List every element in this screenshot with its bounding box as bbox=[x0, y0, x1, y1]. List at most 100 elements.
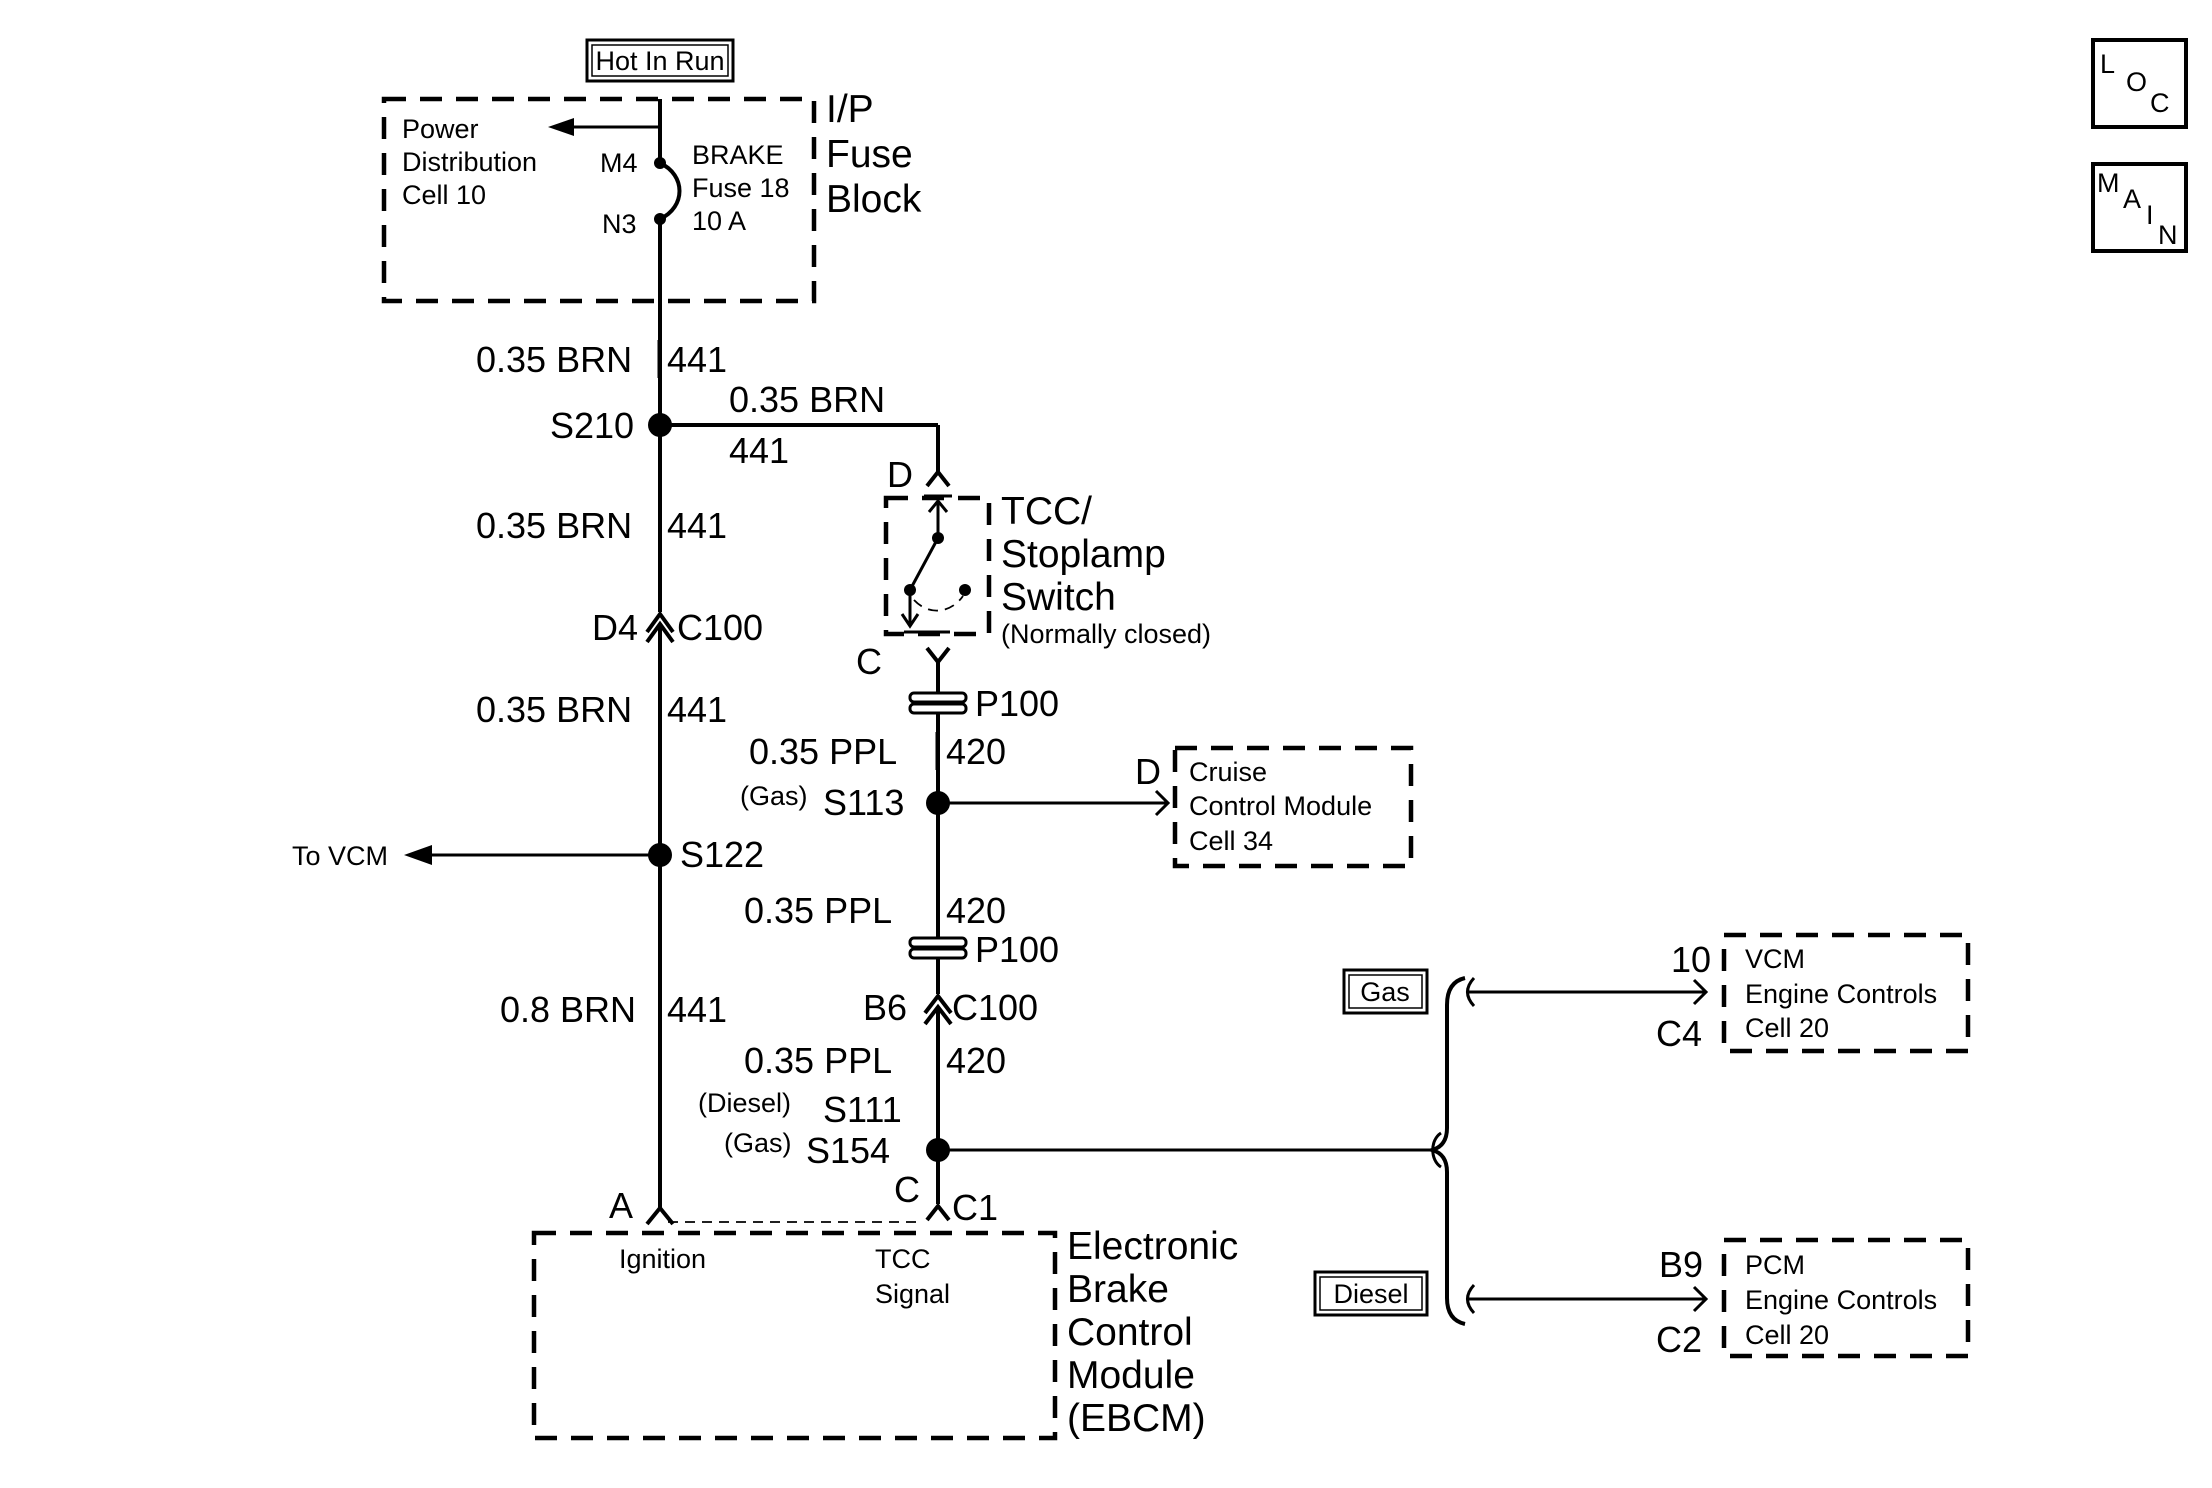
pcm-pin-b9: B9 bbox=[1659, 1244, 1703, 1285]
loc-button[interactable]: L O C bbox=[2091, 38, 2188, 129]
svg-text:PCM: PCM bbox=[1745, 1250, 1805, 1280]
circuit-420-3: 420 bbox=[946, 1040, 1006, 1081]
wire-label-brn-branch: 0.35 BRN bbox=[729, 379, 885, 420]
wire-label-brn-3: 0.35 BRN bbox=[476, 689, 632, 730]
gas-option-box: Gas bbox=[1342, 968, 1429, 1015]
svg-text:BRAKE: BRAKE bbox=[692, 140, 784, 170]
svg-text:C: C bbox=[2150, 88, 2170, 118]
svg-text:Brake: Brake bbox=[1067, 1268, 1169, 1311]
brake-fuse-symbol bbox=[659, 161, 682, 221]
vcm-pin-c4: C4 bbox=[1656, 1013, 1702, 1054]
svg-text:Control Module: Control Module bbox=[1189, 791, 1372, 821]
right-wire-420 bbox=[923, 646, 953, 1222]
main-button[interactable]: M A I N bbox=[2091, 162, 2188, 253]
svg-text:Engine Controls: Engine Controls bbox=[1745, 979, 1937, 1009]
ip-fuse-block-title: I/P Fuse Block bbox=[826, 88, 922, 221]
ip-fuse-block-outline bbox=[381, 96, 817, 304]
diesel-option-box: Diesel bbox=[1313, 1270, 1429, 1317]
vcm-wire bbox=[1466, 976, 1709, 1008]
connector-p100-label-1: P100 bbox=[975, 683, 1059, 724]
connector-ebcm-pin-a bbox=[645, 1204, 675, 1226]
svg-text:I/P: I/P bbox=[826, 88, 874, 131]
ebcm-outline bbox=[531, 1230, 1058, 1441]
gas-tag-s154: (Gas) bbox=[724, 1128, 792, 1158]
svg-text:(EBCM): (EBCM) bbox=[1067, 1397, 1206, 1440]
connector-p100-1 bbox=[908, 691, 968, 715]
svg-text:Module: Module bbox=[1067, 1354, 1195, 1397]
svg-text:O: O bbox=[2126, 67, 2147, 97]
splice-s154-label: S154 bbox=[806, 1130, 890, 1171]
splice-s113-label: S113 bbox=[823, 782, 904, 823]
svg-text:Cell 20: Cell 20 bbox=[1745, 1013, 1829, 1043]
ebcm-ignition-label: Ignition bbox=[619, 1244, 706, 1274]
diesel-tag-s111: (Diesel) bbox=[698, 1088, 791, 1118]
pcm-engine-controls-outline bbox=[1721, 1237, 1971, 1359]
circuit-441-3: 441 bbox=[667, 689, 727, 730]
svg-text:Stoplamp: Stoplamp bbox=[1001, 533, 1166, 576]
svg-text:10 A: 10 A bbox=[692, 206, 746, 236]
connector-c100-d4 bbox=[645, 610, 675, 644]
svg-text:A: A bbox=[2123, 184, 2141, 214]
wire-label-ppl-2: 0.35 PPL bbox=[744, 890, 892, 931]
gas-tag-s113: (Gas) bbox=[740, 781, 808, 811]
cruise-wire bbox=[938, 789, 1171, 817]
ebcm-pin-c-label: C bbox=[894, 1169, 920, 1210]
svg-text:TCC: TCC bbox=[875, 1244, 931, 1274]
connector-c100-label-1: C100 bbox=[677, 607, 763, 648]
connector-d4-label: D4 bbox=[592, 607, 638, 648]
fuse-pin-n3: N3 bbox=[602, 209, 637, 239]
wire-label-ppl-1: 0.35 PPL bbox=[749, 731, 897, 772]
switch-pin-c: C bbox=[856, 641, 882, 682]
connector-p100-2 bbox=[908, 936, 968, 960]
svg-text:Diesel: Diesel bbox=[1333, 1279, 1408, 1309]
connector-b6-label: B6 bbox=[863, 987, 907, 1028]
to-vcm-arrow bbox=[404, 845, 660, 865]
left-wire-441 bbox=[645, 99, 682, 1208]
option-brace bbox=[1424, 976, 1466, 1326]
svg-text:M: M bbox=[2097, 168, 2120, 198]
wire-label-brn-4: 0.8 BRN bbox=[500, 989, 636, 1030]
switch-pin-d: D bbox=[887, 454, 913, 495]
fuse-pin-m4: M4 bbox=[600, 148, 638, 178]
svg-text:Hot In Run: Hot In Run bbox=[595, 46, 724, 76]
tcc-stoplamp-switch-title: TCC/ Stoplamp Switch bbox=[1001, 490, 1166, 619]
connector-p100-label-2: P100 bbox=[975, 929, 1059, 970]
tcc-stoplamp-switch-outline bbox=[883, 495, 992, 637]
svg-text:Power: Power bbox=[402, 114, 479, 144]
ebcm-pin-a-label: A bbox=[609, 1185, 633, 1226]
svg-text:Cell 34: Cell 34 bbox=[1189, 826, 1273, 856]
tcc-stoplamp-switch bbox=[900, 494, 971, 634]
power-distribution-reference: Power Distribution Cell 10 bbox=[402, 114, 537, 210]
svg-text:Engine Controls: Engine Controls bbox=[1745, 1285, 1937, 1315]
svg-text:Cruise: Cruise bbox=[1189, 757, 1267, 787]
svg-text:Control: Control bbox=[1067, 1311, 1193, 1354]
engine-controls-wire bbox=[938, 1131, 1442, 1169]
vcm-engine-controls-label: VCM Engine Controls Cell 20 bbox=[1745, 944, 1937, 1043]
ebcm-pin-c1-label: C1 bbox=[952, 1187, 998, 1228]
circuit-420-2: 420 bbox=[946, 890, 1006, 931]
wire-label-ppl-3: 0.35 PPL bbox=[744, 1040, 892, 1081]
ebcm-title: Electronic Brake Control Module (EBCM) bbox=[1067, 1225, 1238, 1440]
circuit-441-2: 441 bbox=[667, 505, 727, 546]
circuit-441-4: 441 bbox=[667, 989, 727, 1030]
svg-text:Fuse 18: Fuse 18 bbox=[692, 173, 790, 203]
hot-in-run-label: Hot In Run bbox=[585, 38, 735, 83]
svg-text:I: I bbox=[2146, 200, 2154, 230]
cruise-control-module-label: Cruise Control Module Cell 34 bbox=[1189, 757, 1372, 856]
svg-text:Switch: Switch bbox=[1001, 576, 1116, 619]
pcm-wire bbox=[1466, 1283, 1709, 1315]
circuit-441-branch: 441 bbox=[729, 430, 789, 471]
wire-label-brn-2: 0.35 BRN bbox=[476, 505, 632, 546]
svg-text:Block: Block bbox=[826, 178, 922, 221]
svg-text:Gas: Gas bbox=[1360, 977, 1410, 1007]
ebcm-tcc-signal-label: TCC Signal bbox=[875, 1244, 950, 1309]
splice-s111-label: S111 bbox=[823, 1089, 902, 1130]
cruise-control-module-outline bbox=[1172, 745, 1414, 869]
brake-fuse-label: BRAKE Fuse 18 10 A bbox=[692, 140, 790, 236]
svg-text:Fuse: Fuse bbox=[826, 133, 913, 176]
svg-text:TCC/: TCC/ bbox=[1001, 490, 1092, 533]
normally-closed-label: (Normally closed) bbox=[1001, 619, 1211, 649]
splice-s210-label: S210 bbox=[550, 405, 634, 446]
power-feed-arrow bbox=[548, 118, 660, 136]
